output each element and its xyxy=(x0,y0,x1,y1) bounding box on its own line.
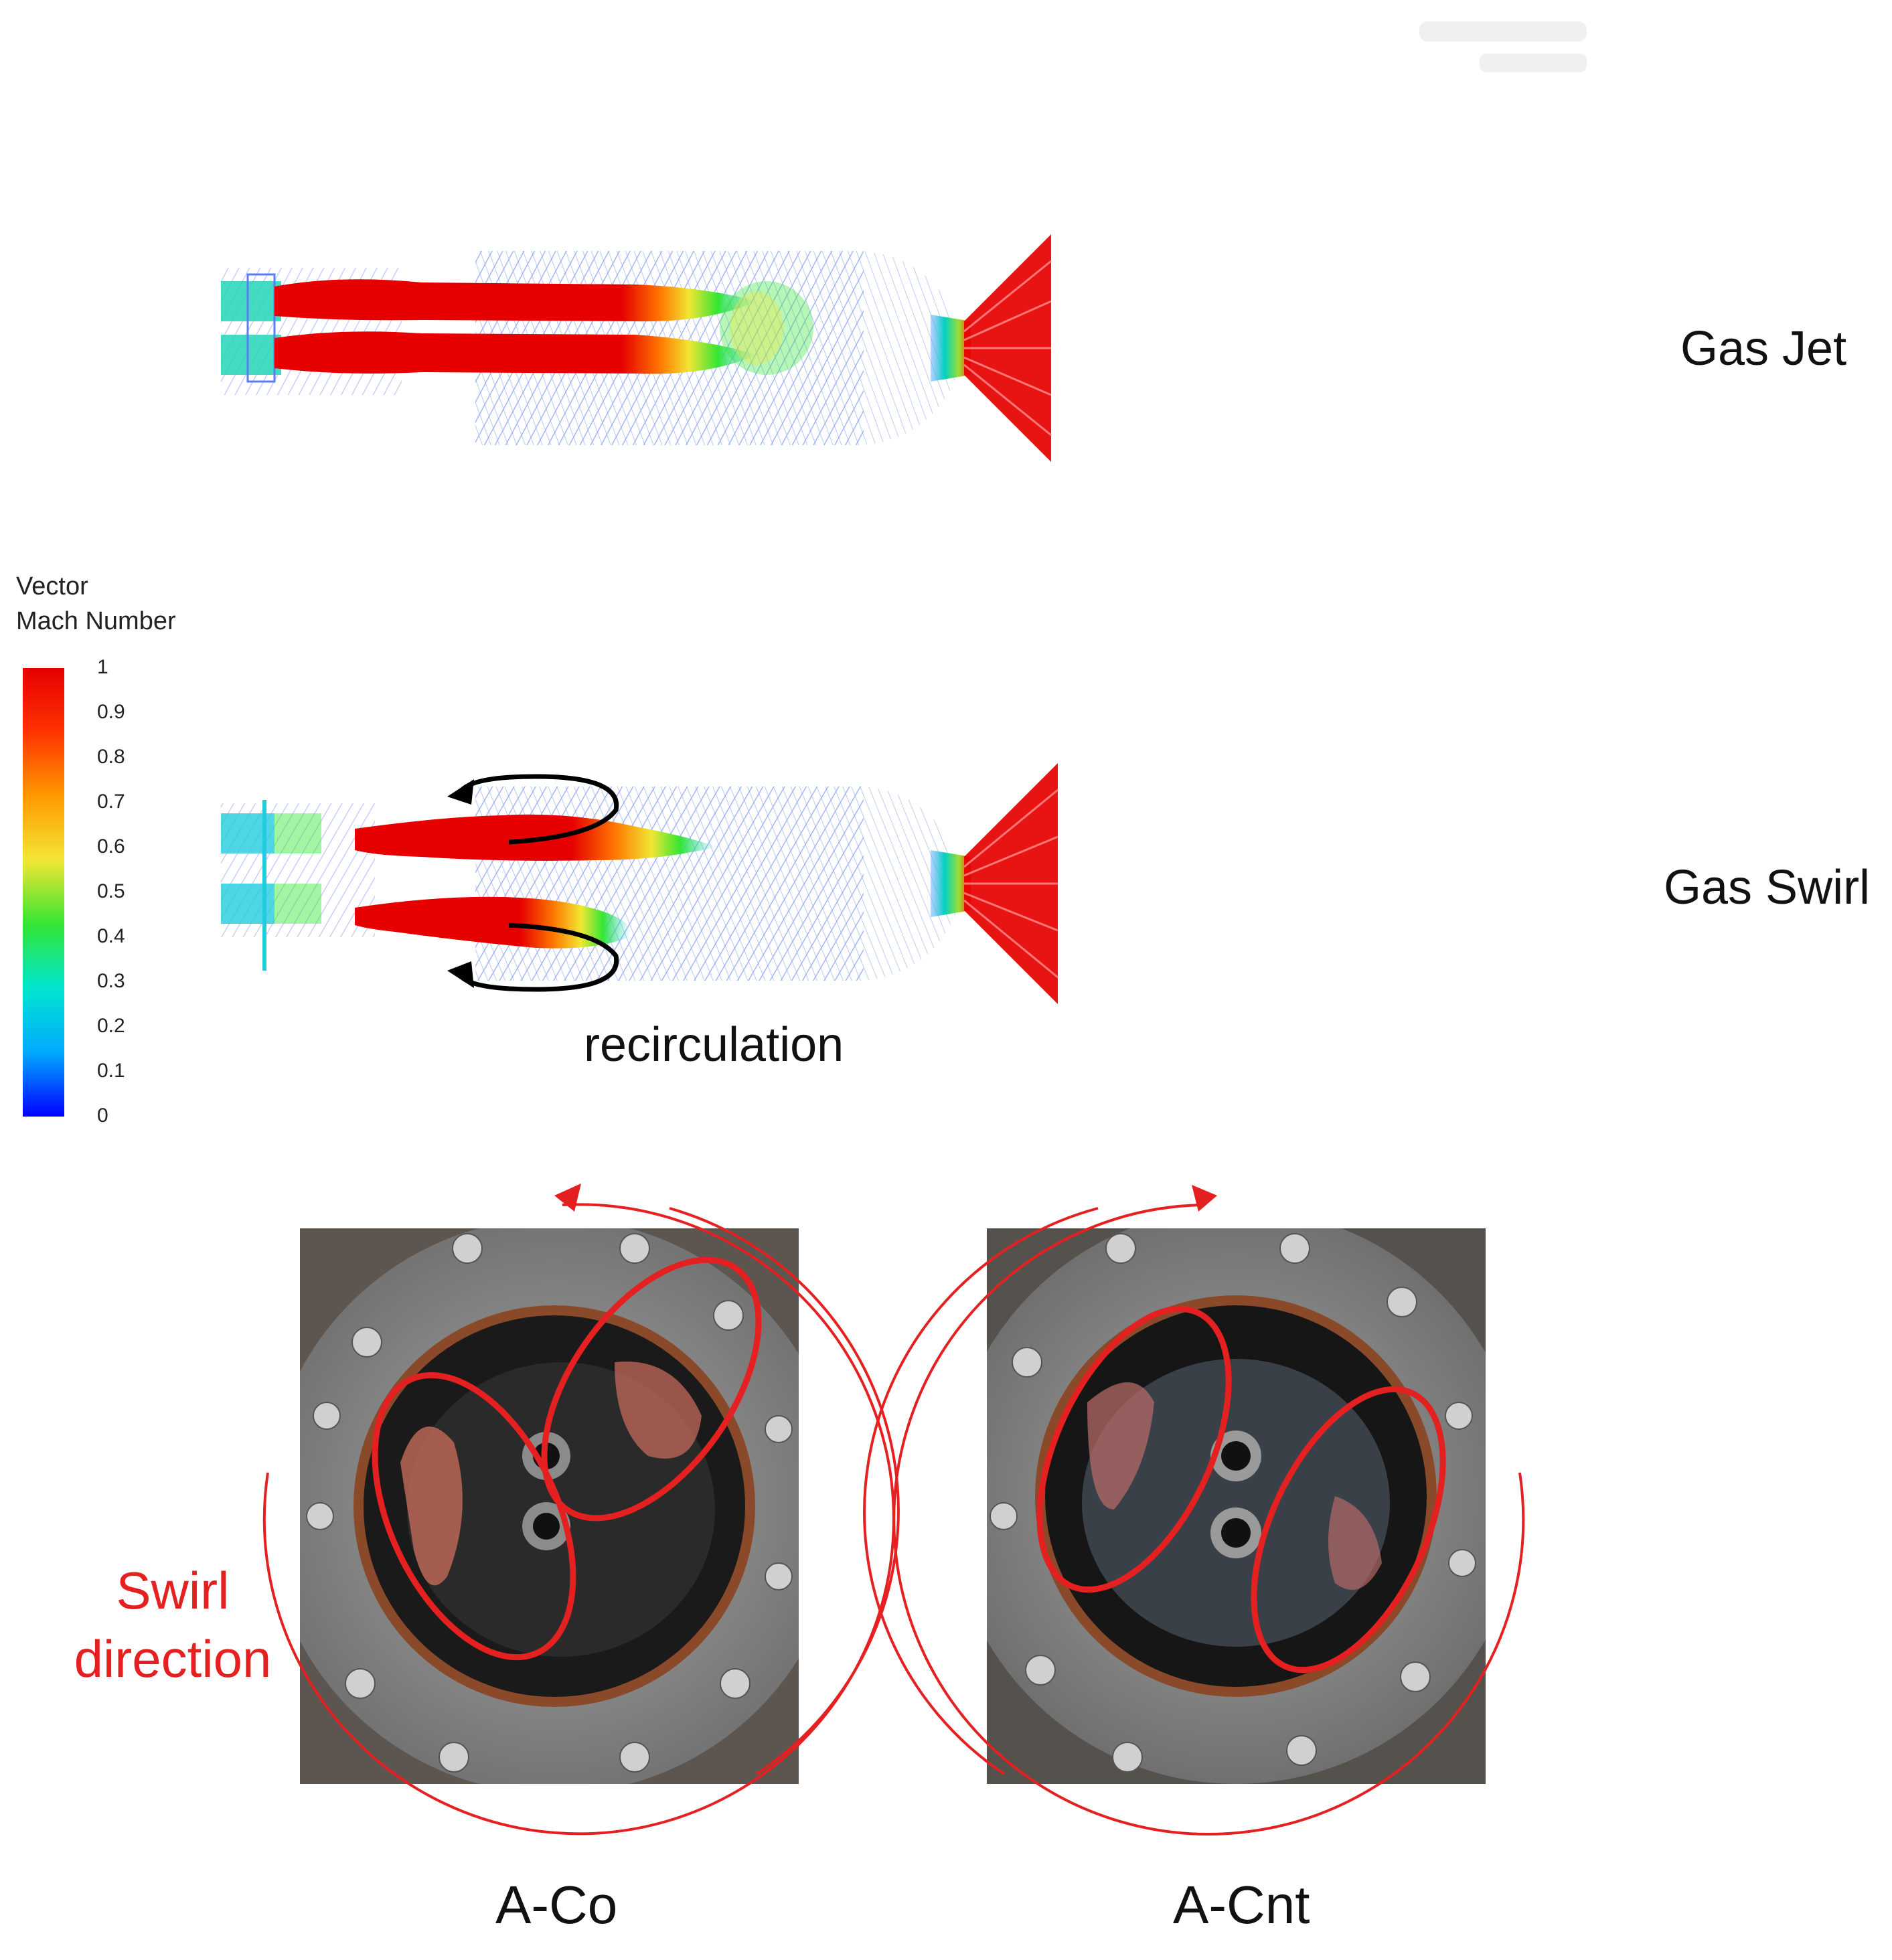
legend-tick: 0.1 xyxy=(97,1060,125,1082)
gas-swirl-label: Gas Swirl xyxy=(1664,861,1871,914)
legend-tick: 0.2 xyxy=(97,1015,125,1037)
legend-title-line2: Mach Number xyxy=(16,607,176,635)
photo-a-co xyxy=(300,1228,799,1784)
legend-tick: 0.6 xyxy=(97,835,125,858)
legend-tick: 0.8 xyxy=(97,746,125,768)
legend-tick: 1 xyxy=(97,656,108,678)
gas-jet-simulation xyxy=(221,234,1052,462)
swirl-direction-label: Swirl direction xyxy=(72,1556,273,1693)
legend-colorbar xyxy=(23,668,64,1117)
photo-caption-a-cnt: A-Cnt xyxy=(1173,1875,1310,1935)
legend-tick: 0.9 xyxy=(97,701,125,723)
photo-a-cnt xyxy=(987,1228,1486,1784)
gas-jet-label: Gas Jet xyxy=(1680,322,1847,376)
legend-tick: 0.5 xyxy=(97,880,125,902)
swirl-direction-line2: direction xyxy=(74,1629,272,1688)
watermark-logo xyxy=(1419,21,1587,72)
photo-caption-a-co: A-Co xyxy=(495,1875,618,1935)
swirl-direction-line1: Swirl xyxy=(116,1561,230,1620)
legend-tick: 0 xyxy=(97,1105,108,1127)
legend-tick: 0.7 xyxy=(97,791,125,813)
legend-tick: 0.3 xyxy=(97,970,125,992)
recirculation-label: recirculation xyxy=(584,1018,844,1072)
gas-swirl-simulation xyxy=(221,763,1058,1004)
legend-tick: 0.4 xyxy=(97,925,125,947)
legend-title-line1: Vector xyxy=(16,572,88,600)
